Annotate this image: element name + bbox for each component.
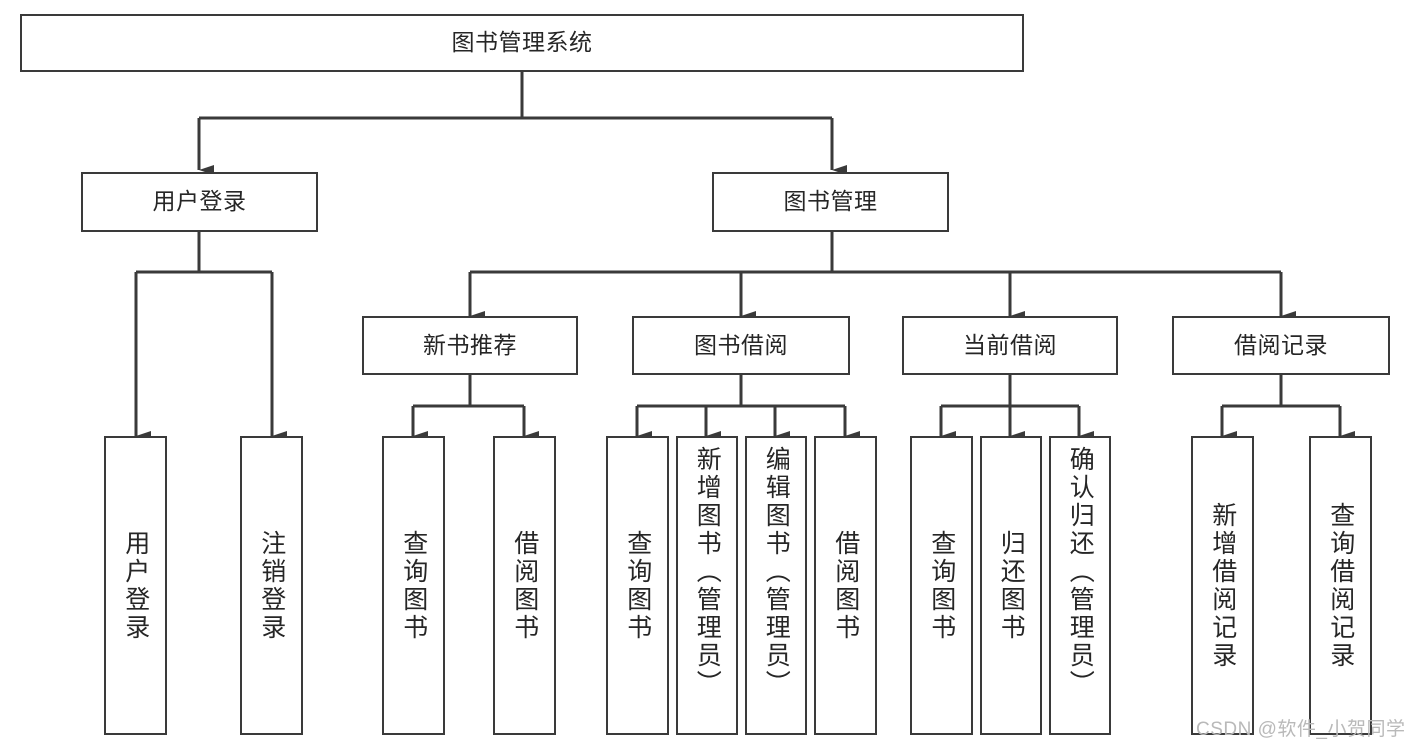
node-label: 查询图书 [399, 529, 428, 642]
node-book-management[interactable]: 图书管理 [712, 172, 949, 232]
node-label: 查询借阅记录 [1326, 501, 1355, 670]
node-label: 借阅图书 [831, 529, 860, 642]
node-user-login[interactable]: 用户登录 [81, 172, 318, 232]
node-label: 图书管理 [783, 188, 878, 215]
node-label: 新增借阅记录 [1208, 501, 1237, 670]
node-book-management-system[interactable]: 图书管理系统 [20, 14, 1024, 72]
node-label: 用户登录 [121, 529, 150, 642]
node-current-borrow[interactable]: 当前借阅 [902, 316, 1118, 375]
node-leaf-borrow-book-2[interactable]: 借阅图书 [814, 436, 877, 735]
node-new-book-recommend[interactable]: 新书推荐 [362, 316, 578, 375]
csdn-watermark: CSDN @软件_小贺同学 [1196, 719, 1405, 740]
node-label: 用户登录 [152, 188, 247, 215]
node-leaf-query-borrow-record[interactable]: 查询借阅记录 [1309, 436, 1372, 735]
node-label: 新增图书（管理员） [693, 446, 722, 698]
node-label: 查询图书 [927, 529, 956, 642]
node-leaf-borrow-book-1[interactable]: 借阅图书 [493, 436, 556, 735]
node-leaf-edit-book[interactable]: 编辑图书（管理员） [745, 436, 807, 735]
node-leaf-query-book-2[interactable]: 查询图书 [606, 436, 669, 735]
node-leaf-return-book[interactable]: 归还图书 [980, 436, 1042, 735]
node-label: 借阅图书 [510, 529, 539, 642]
node-label: 图书借阅 [694, 331, 788, 358]
node-borrow-record[interactable]: 借阅记录 [1172, 316, 1390, 375]
node-label: 编辑图书（管理员） [762, 446, 791, 698]
node-label: 图书管理系统 [451, 29, 593, 56]
node-label: 查询图书 [623, 529, 652, 642]
node-label: 注销登录 [257, 529, 286, 642]
node-leaf-query-book-1[interactable]: 查询图书 [382, 436, 445, 735]
node-leaf-query-book-3[interactable]: 查询图书 [910, 436, 973, 735]
node-leaf-logout-login[interactable]: 注销登录 [240, 436, 303, 735]
node-label: 归还图书 [997, 529, 1026, 642]
node-label: 借阅记录 [1234, 331, 1328, 358]
node-leaf-add-book[interactable]: 新增图书（管理员） [676, 436, 738, 735]
node-leaf-confirm-return[interactable]: 确认归还（管理员） [1049, 436, 1111, 735]
node-leaf-add-borrow-record[interactable]: 新增借阅记录 [1191, 436, 1254, 735]
node-label: 当前借阅 [963, 331, 1057, 358]
node-book-borrow[interactable]: 图书借阅 [632, 316, 850, 375]
node-label: 新书推荐 [423, 331, 517, 358]
node-leaf-user-login[interactable]: 用户登录 [104, 436, 167, 735]
node-label: 确认归还（管理员） [1066, 446, 1095, 698]
